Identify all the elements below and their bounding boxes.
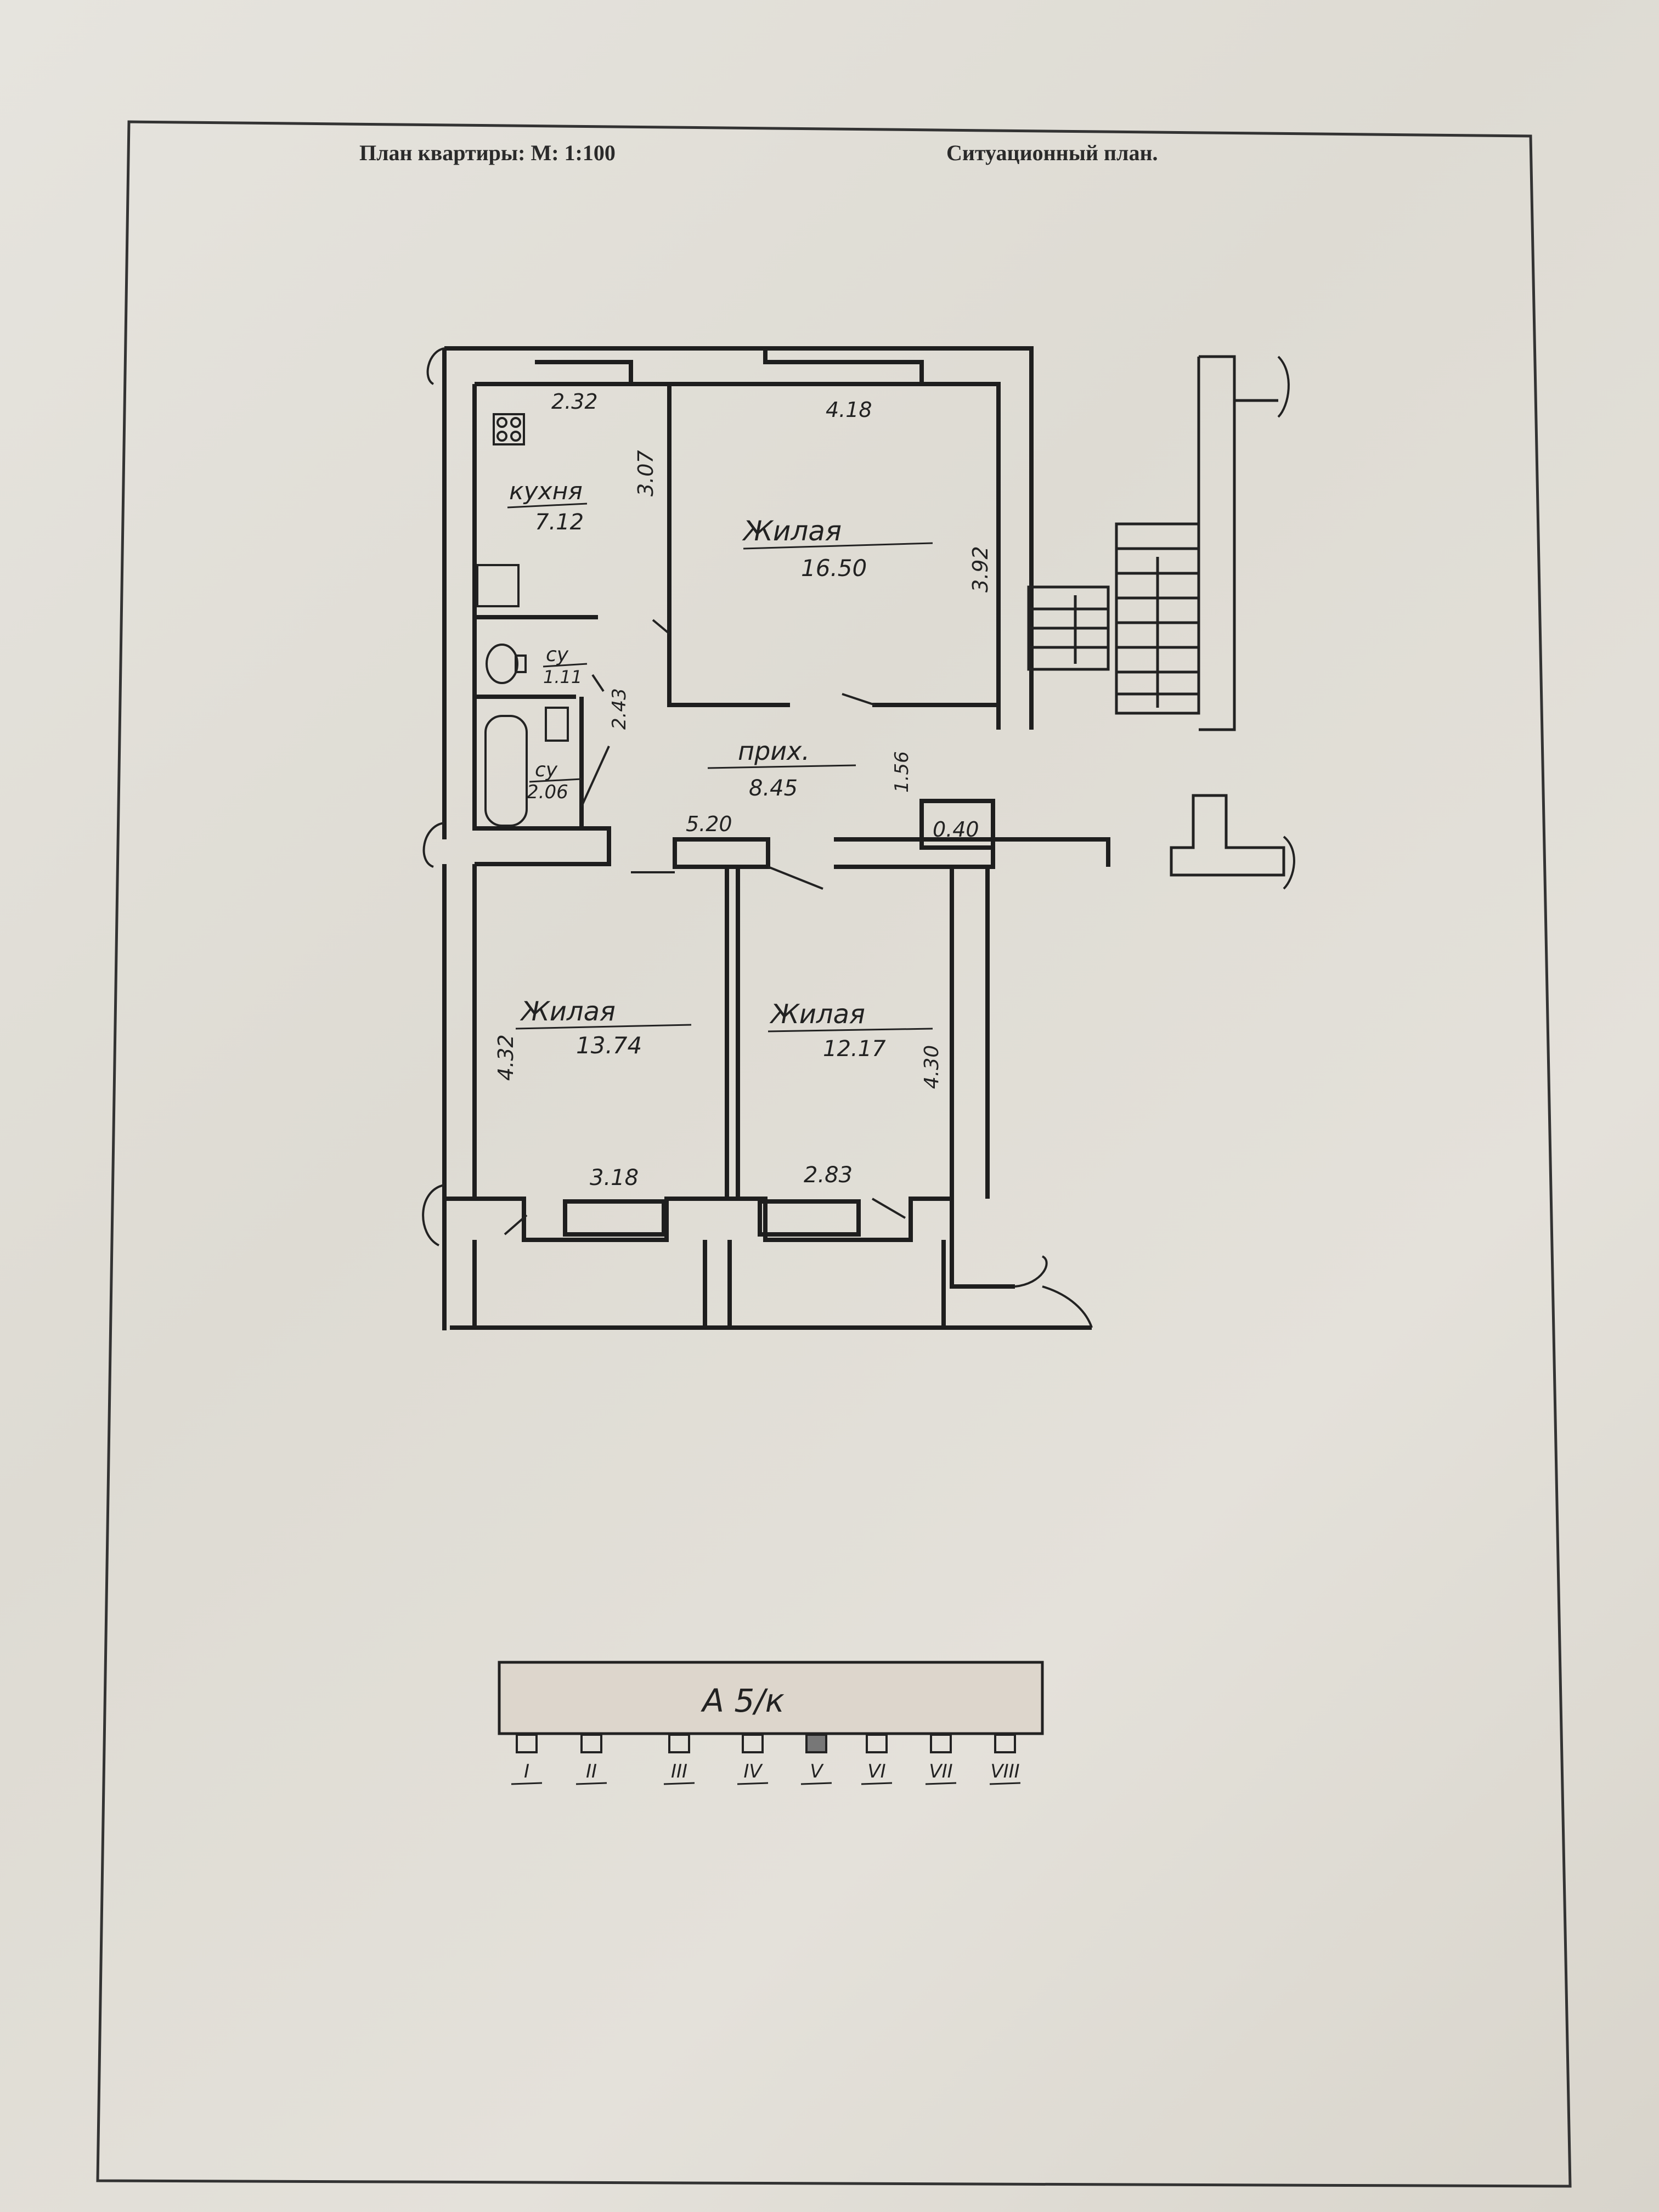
sink-icon (476, 564, 520, 607)
wc-name: су (546, 644, 569, 666)
entrance-underline (989, 1782, 1021, 1785)
fixtures (476, 413, 569, 827)
entrance-label: I (524, 1760, 529, 1782)
entrance-underline (925, 1782, 957, 1785)
entrance-label: II (586, 1760, 597, 1782)
wc-area: 1.11 (543, 667, 582, 687)
building-label: А 5/к (700, 1682, 785, 1719)
entrance-label: VIII (990, 1760, 1019, 1782)
break-marks (422, 347, 1295, 1328)
entrance-marker (668, 1734, 690, 1753)
dim-kitchen-depth: 3.07 (634, 450, 658, 496)
living-right-area: 12.17 (823, 1036, 886, 1062)
entrance-label: IV (743, 1760, 763, 1782)
bath-area: 2.06 (527, 781, 568, 803)
living-big-area: 16.50 (801, 555, 867, 582)
entrance-underline (800, 1782, 832, 1785)
bath-name: су (535, 759, 558, 781)
entrance-underline (663, 1782, 695, 1785)
entrance-underline (575, 1782, 607, 1785)
entrance-marker (994, 1734, 1016, 1753)
situation-plan-title: Ситуационный план. (946, 140, 1158, 165)
dim-kitchen-width: 2.32 (551, 390, 598, 414)
dim-living-big-depth: 3.92 (968, 546, 992, 592)
washbasin-icon (545, 707, 569, 742)
stairs (1027, 355, 1285, 877)
entrance-underline (861, 1782, 893, 1785)
entrance-marker (866, 1734, 888, 1753)
living-left-name: Жилая (520, 996, 616, 1027)
bathtub-icon (484, 715, 528, 827)
entrance-label: III (671, 1760, 687, 1782)
dim-bath-depth: 2.43 (608, 688, 630, 730)
dim-living-left-width: 3.18 (590, 1165, 639, 1190)
entrance-marker (805, 1734, 827, 1753)
living-left-area: 13.74 (576, 1032, 642, 1059)
entrance-underline (737, 1782, 769, 1785)
dim-living-left-depth: 4.32 (494, 1034, 518, 1081)
closet-area: 0.40 (933, 817, 979, 842)
dim-hall-length: 5.20 (686, 812, 732, 836)
entrance-label: VII (929, 1760, 952, 1782)
living-right-name: Жилая (769, 999, 865, 1030)
living-big-name: Жилая (742, 515, 842, 547)
hall-name: прих. (738, 736, 810, 766)
dim-living-right-depth: 4.30 (921, 1045, 943, 1089)
entrance-marker (580, 1734, 602, 1753)
door-swings (504, 619, 906, 1235)
entrance-marker (516, 1734, 538, 1753)
stove-icon (493, 413, 525, 445)
kitchen-area: 7.12 (535, 510, 584, 535)
entrance-underline (511, 1782, 543, 1785)
dim-hall-depth: 1.56 (891, 751, 913, 793)
entrance-marker (930, 1734, 952, 1753)
toilet-icon (486, 644, 518, 684)
entrance-label: V (810, 1760, 824, 1782)
entrance-label: VI (867, 1760, 885, 1782)
kitchen-name: кухня (509, 477, 583, 505)
hall-area: 8.45 (749, 776, 798, 801)
plan-title: План квартиры: М: 1:100 (359, 140, 616, 165)
dim-living-big-width: 4.18 (826, 398, 872, 422)
building-outline (498, 1661, 1044, 1735)
dim-living-right-width: 2.83 (804, 1163, 853, 1188)
entrance-marker (742, 1734, 764, 1753)
walls (442, 346, 1110, 1330)
